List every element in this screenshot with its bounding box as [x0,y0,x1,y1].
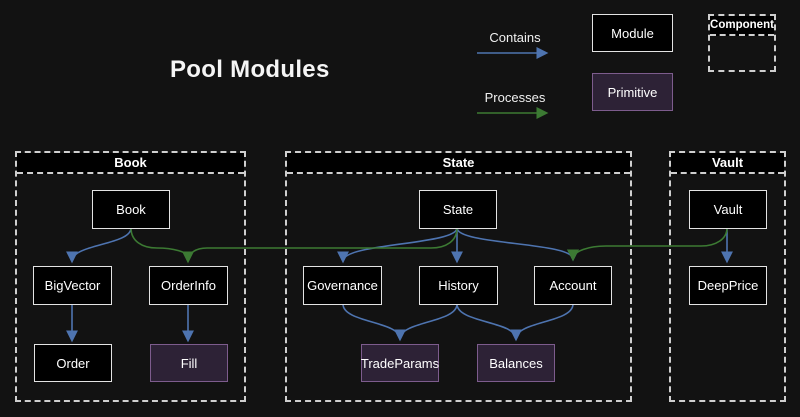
page-title: Pool Modules [170,56,330,83]
node-balances: Balances [477,344,555,382]
node-deepprice-label: DeepPrice [697,278,759,293]
legend-processes-label: Processes [484,90,546,105]
node-order-label: Order [56,355,90,371]
node-bigvector-label: BigVector [44,278,101,293]
node-book: Book [92,190,170,229]
legend-component-box: Component [708,14,776,72]
container-state-band: State [287,153,630,174]
node-orderinfo: OrderInfo [149,266,228,305]
node-vault-label: Vault [713,202,743,217]
container-vault-band: Vault [671,153,784,174]
node-book-label: Book [116,202,146,217]
node-tradeparams: TradeParams [361,344,439,382]
legend-primitive-label: Primitive [607,84,658,100]
legend-module-label: Module [611,25,654,41]
node-account: Account [534,266,612,305]
node-fill-label: Fill [180,355,198,371]
node-orderinfo-label: OrderInfo [161,278,216,293]
node-governance-label: Governance [307,278,378,293]
node-tradeparams-label: TradeParams [360,355,440,371]
legend-contains-label: Contains [489,30,541,45]
node-order: Order [34,344,112,382]
node-vault: Vault [689,190,767,229]
legend-component-label: Component [710,19,774,31]
container-book: Book [15,151,246,402]
container-book-label: Book [114,155,147,170]
container-state: State [285,151,632,402]
legend-module-box: Module [592,14,673,52]
node-balances-label: Balances [489,355,543,371]
container-state-label: State [442,155,475,170]
container-vault-label: Vault [711,155,744,170]
container-book-band: Book [17,153,244,174]
node-state-label: State [442,202,474,217]
node-state: State [419,190,497,229]
node-governance: Governance [303,266,382,305]
legend-primitive-box: Primitive [592,73,673,111]
container-vault: Vault [669,151,786,402]
node-deepprice: DeepPrice [689,266,767,305]
node-history-label: History [438,278,479,293]
legend-component-band: Component [710,16,774,36]
node-bigvector: BigVector [33,266,112,305]
node-fill: Fill [150,344,228,382]
node-history: History [419,266,498,305]
node-account-label: Account [549,278,597,293]
